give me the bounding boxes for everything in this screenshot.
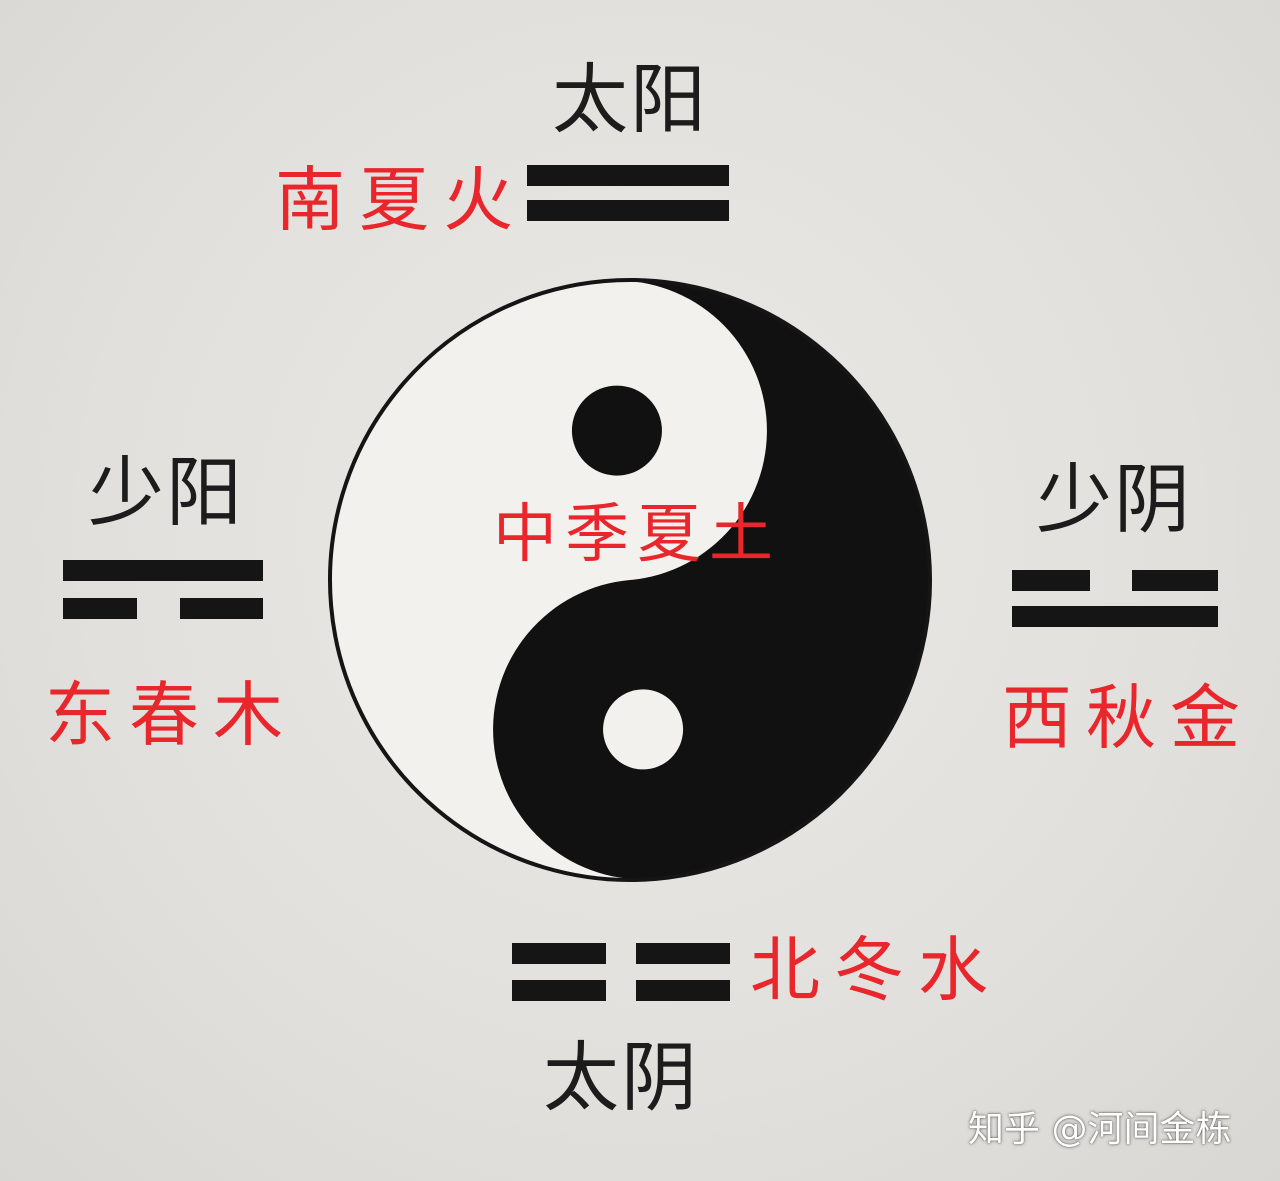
trigram-right-line-1b	[1132, 570, 1218, 591]
trigram-bottom-line-2a	[512, 980, 606, 1001]
trigram-left-line-1	[63, 560, 263, 581]
trigram-top-line-2	[527, 200, 729, 221]
trigram-top-line-1	[527, 165, 729, 186]
label-shao-yang: 少阳	[88, 448, 244, 537]
label-center-late-summer-earth: 中季夏土	[493, 498, 781, 572]
trigram-left-line-2a	[63, 598, 137, 619]
label-tai-yang-top: 太阳	[552, 55, 708, 144]
label-west-autumn-metal: 西秋金	[1002, 677, 1254, 759]
label-tai-yin-bottom: 太阴	[543, 1033, 699, 1122]
outer-ring	[328, 278, 932, 882]
yin-half	[493, 280, 930, 880]
trigram-right-line-2	[1012, 606, 1218, 627]
trigram-bottom-line-1b	[636, 943, 730, 964]
yin-dot	[571, 385, 662, 476]
yang-dot	[603, 689, 684, 770]
trigram-right-line-1a	[1012, 570, 1090, 591]
label-north-winter-water: 北冬水	[750, 929, 1002, 1011]
label-shao-yin: 少阴	[1036, 455, 1192, 544]
zhihu-watermark: 知乎 @河间金栋	[968, 1109, 1232, 1150]
trigram-bottom-line-1a	[512, 943, 606, 964]
trigram-left-line-2b	[180, 598, 263, 619]
trigram-bottom-line-2b	[636, 980, 730, 1001]
label-south-summer-fire: 南夏火	[275, 159, 527, 241]
label-east-spring-wood: 东春木	[45, 674, 297, 756]
